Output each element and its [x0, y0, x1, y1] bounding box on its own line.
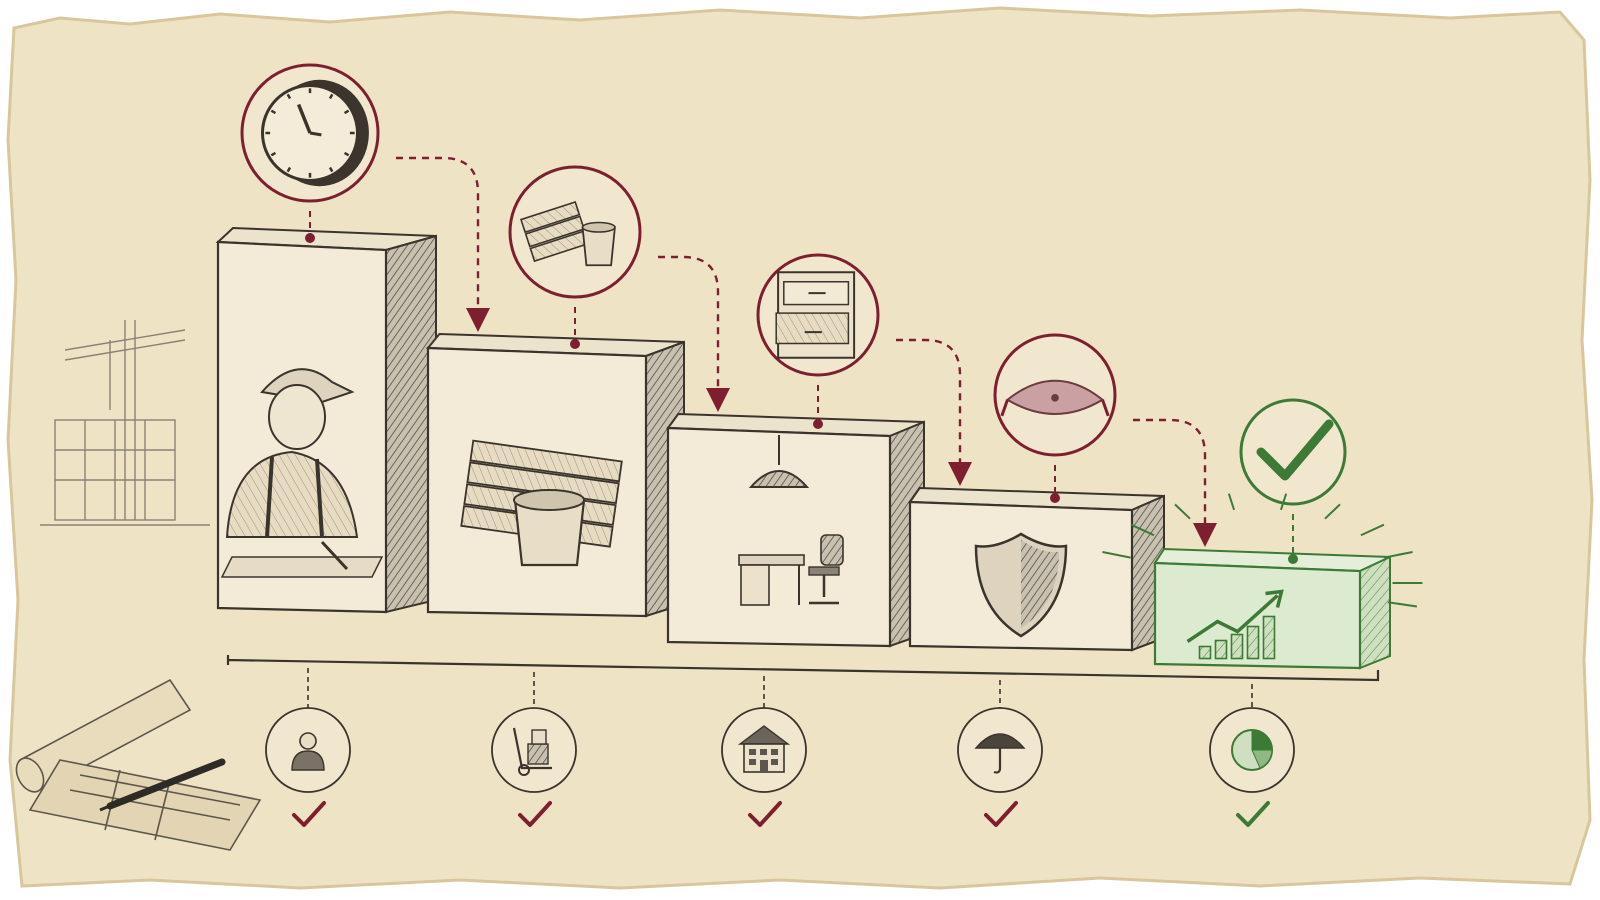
connector-dot [305, 233, 315, 243]
person-icon [291, 732, 325, 771]
step-4 [908, 333, 1165, 827]
step-top-badge [1239, 398, 1347, 506]
pen-icon [99, 758, 226, 812]
shield-icon [974, 532, 1068, 638]
status-check-icon [748, 801, 782, 827]
step-bottom-badge [1209, 707, 1295, 793]
step-3 [666, 253, 925, 827]
step-top-badge [756, 253, 880, 377]
flow-arrow [1133, 418, 1217, 547]
connector-dot [1050, 493, 1060, 503]
connector-dot [813, 419, 823, 429]
step-bottom-badge [721, 707, 807, 793]
diagram-content [215, 63, 1423, 827]
cabinet-icon [775, 271, 856, 359]
status-check-icon [1236, 801, 1270, 827]
connector-dot [1288, 554, 1298, 564]
worker-icon [220, 368, 384, 578]
step-bottom-badge [957, 707, 1043, 793]
step-block [425, 332, 685, 618]
timeline-baseline [226, 655, 1380, 682]
building-icon [737, 725, 791, 773]
step-1 [215, 63, 437, 827]
flow-arrow [896, 338, 972, 486]
blueprint-roll-icon [15, 678, 262, 851]
growth-chart-icon [1186, 589, 1284, 660]
step-block [215, 226, 437, 614]
step-bottom-badge [265, 707, 351, 793]
flow-arrow [658, 255, 730, 412]
office-furniture-icon [738, 435, 844, 606]
step-top-badge [508, 165, 642, 299]
flow-arrows [396, 156, 1217, 547]
pie-chart-icon [1231, 729, 1273, 771]
connector-dot [570, 339, 580, 349]
step-top-badge [993, 333, 1117, 457]
umbrella-icon [974, 733, 1026, 774]
status-check-icon [518, 801, 552, 827]
status-check-icon [292, 801, 326, 827]
step-bottom-badge [491, 707, 577, 793]
step-top-badge [240, 63, 380, 203]
step-block [666, 412, 925, 648]
step-5 [1153, 398, 1391, 827]
lumber-bucket-icon [460, 439, 623, 567]
checkmark-icon [1256, 419, 1334, 481]
clock-icon [261, 79, 369, 187]
cushion-icon [1000, 379, 1110, 417]
materials-icon [520, 200, 616, 267]
construction-crane-icon [40, 320, 210, 526]
hand-truck-icon [512, 727, 552, 776]
status-check-icon [984, 801, 1018, 827]
success-rays [1102, 493, 1423, 608]
step-2 [425, 165, 685, 827]
